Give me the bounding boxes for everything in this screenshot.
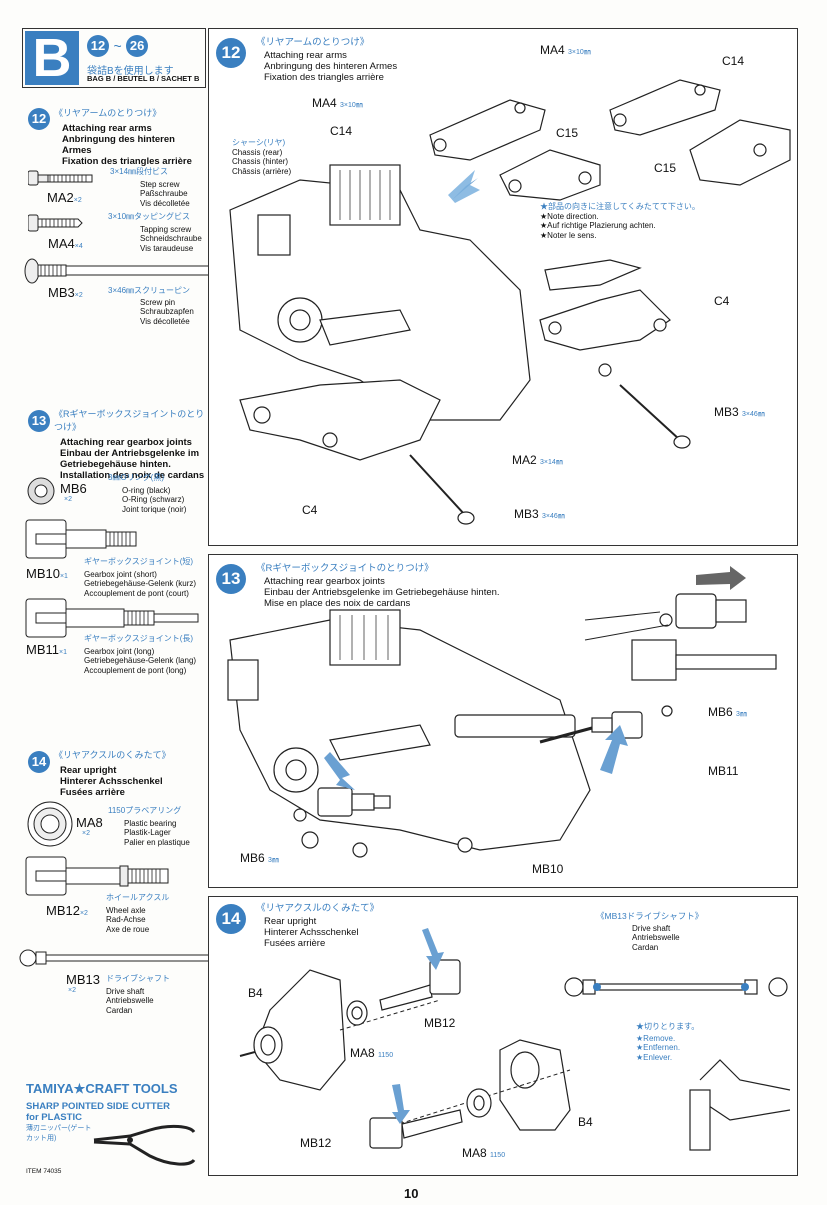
left-step-14: 14 《リヤアクスルのくみたて》 Rear upright Hinterer A… — [28, 748, 208, 798]
label-b4-b: B4 — [578, 1115, 593, 1129]
label-c14-a: C14 — [722, 54, 745, 68]
cut-note: ★切りとります。 ★Remove. ★Entfernen. ★Enlever. — [636, 1022, 700, 1062]
part-code-mb12: MB12×2 — [46, 903, 88, 918]
label-mb12-a: MB12 — [424, 1016, 456, 1030]
label-c15-a: C15 — [556, 126, 579, 140]
label-c4-b: C4 — [302, 503, 318, 517]
part-desc-mb11: ギヤーボックスジョイント(長) Gearbox joint (long) Get… — [84, 634, 197, 675]
part-desc-mb3: 3×46㎜スクリューピン Screw pin Schraubzapfen Vis… — [108, 286, 194, 326]
bag-letter: B — [25, 31, 79, 85]
part-code-mb6: MB6×2 — [60, 481, 87, 503]
part-code-ma2: MA2×2 — [47, 190, 82, 205]
label-b4-a: B4 — [248, 986, 263, 1000]
part-code-mb13: MB13×2 — [66, 972, 100, 994]
bag-jp: 袋詰Bを使用します — [87, 66, 174, 77]
label-c4-a: C4 — [714, 294, 730, 308]
note-direction: ★部品の向きに注意してくみたてて下さい。 ★Note direction. ★A… — [540, 202, 700, 240]
part-ma2-icon — [27, 167, 98, 194]
tools-block: TAMIYA★CRAFT TOOLS SHARP POINTED SIDE CU… — [26, 1081, 178, 1142]
part-desc-ma8: 1150プラベアリング Plastic bearing Plastik-Lage… — [108, 806, 190, 847]
part-code-ma4: MA4×4 — [48, 236, 83, 251]
part-code-mb3: MB3×2 — [48, 285, 83, 300]
label-c15-b: C15 — [654, 161, 677, 175]
side-cutter-icon — [93, 1124, 196, 1166]
label-mb10: MB10 — [532, 862, 564, 876]
gearbox-joint-long-icon — [25, 598, 199, 638]
part-desc-ma2: 3×14㎜段付ビス Step screw Paßschraube Vis déc… — [110, 167, 190, 208]
panel13-header: 13 《Rギヤーボックスジョイトのとりつけ》 Attaching rear ge… — [216, 560, 500, 609]
wheel-axle-icon — [25, 856, 169, 896]
label-ma2: MA2 3×14㎜ — [512, 453, 563, 467]
oring-icon — [27, 477, 55, 505]
panel12-header: 12 《リヤアームのとりつけ》 Attaching rear arms Anbr… — [216, 34, 397, 83]
label-c14-b: C14 — [330, 124, 353, 138]
label-mb6-b: MB6 3㎜ — [240, 851, 279, 865]
step-range: 12 ~ 26 — [87, 35, 149, 57]
tamiya-logo: TAMIYA — [26, 1081, 74, 1096]
gearbox-joint-short-icon — [25, 519, 137, 559]
label-ma8-a: MA8 1150 — [350, 1046, 394, 1060]
label-mb12-b: MB12 — [300, 1136, 332, 1150]
chassis-label: シャーシ(リヤ) Chassis (rear) Chassis (hinter)… — [232, 138, 292, 176]
part-desc-ma4: 3×10㎜タッピングビス Tapping screw Schneidschrau… — [108, 212, 202, 253]
label-ma8-b: MA8 1150 — [462, 1146, 506, 1160]
label-mb6-a: MB6 3㎜ — [708, 705, 747, 719]
part-desc-mb6: 3㎜Oリング(黒) O-ring (black) O-Ring (schwarz… — [108, 473, 187, 514]
label-mb11: MB11 — [708, 764, 739, 778]
bearing-icon — [27, 801, 73, 847]
item-number: ITEM 74035 — [26, 1168, 62, 1175]
panel14-header: 14 《リヤアクスルのくみたて》 Rear upright Hinterer A… — [216, 900, 379, 949]
label-mb3-b: MB3 3×46㎜ — [514, 507, 565, 521]
part-code-mb11: MB11×1 — [26, 642, 67, 657]
part-desc-mb10: ギヤーボックスジョイント(短) Gearbox joint (short) Ge… — [84, 557, 197, 598]
label-ma4-b: MA4 3×10㎜ — [312, 96, 363, 110]
page-number: 10 — [404, 1186, 419, 1201]
bag-caption: BAG B / BEUTEL B / SACHET B — [87, 74, 200, 83]
part-code-mb10: MB10×1 — [26, 566, 68, 581]
left-step-13: 13 《Rギヤーボックスジョイントのとりつけ》 Attaching rear g… — [28, 407, 212, 481]
part-ma4-icon — [27, 212, 84, 239]
part-desc-mb12: ホイールアクスル Wheel axle Rad-Achse Axe de rou… — [106, 893, 170, 934]
driveshaft-inset-label: 《MB13ドライブシャフト》 Drive shaft Antriebswelle… — [596, 911, 704, 952]
left-step-12: 12 《リヤアームのとりつけ》 Attaching rear arms Anbr… — [28, 106, 208, 167]
bag-header: B 12 ~ 26 袋詰Bを使用します BAG B / BEUTEL B / S… — [22, 28, 206, 88]
label-mb3-a: MB3 3×46㎜ — [714, 405, 765, 419]
part-desc-mb13: ドライブシャフト Drive shaft Antriebswelle Carda… — [106, 974, 170, 1015]
label-ma4-a: MA4 3×10㎜ — [540, 43, 591, 57]
part-code-ma8: MA8×2 — [76, 815, 103, 837]
